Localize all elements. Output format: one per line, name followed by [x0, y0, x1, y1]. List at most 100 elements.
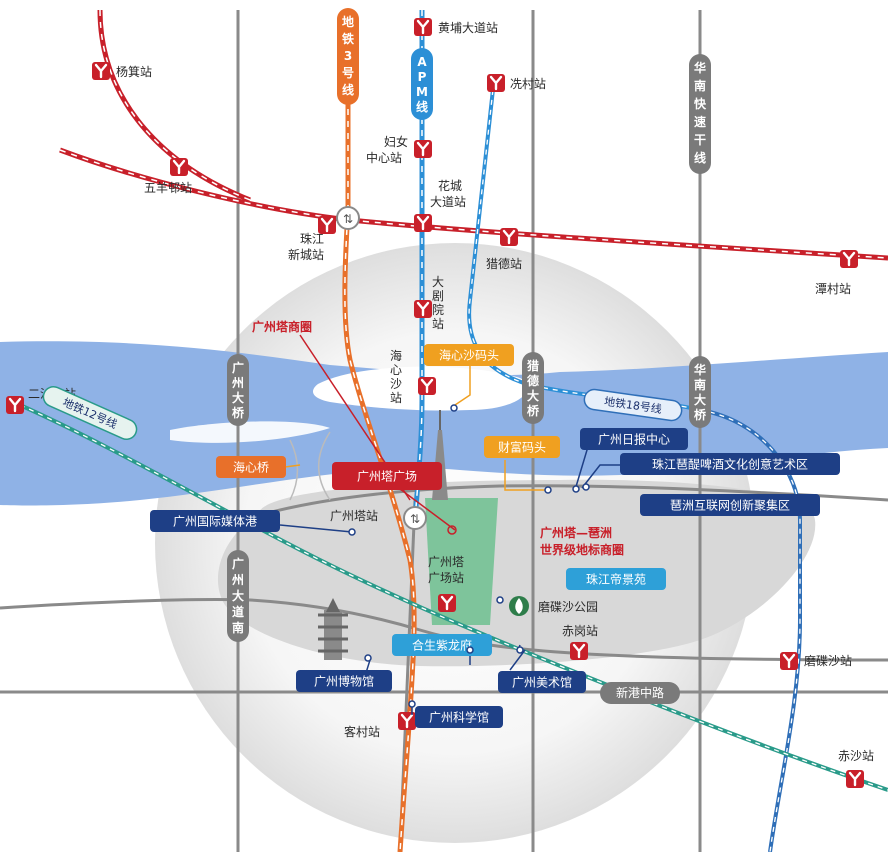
- station-haixinsha-label: 站: [390, 391, 402, 405]
- metro-y-icon: [398, 712, 416, 730]
- gz-art-museum-tag-label: 广州美术馆: [512, 675, 572, 690]
- guangzhou-avenue-tag-char: 大: [232, 588, 244, 603]
- gz-museum-tag: 广州博物馆: [296, 670, 392, 692]
- pazhou-internet-cluster-tag-label: 琶洲互联网创新聚集区: [670, 498, 790, 513]
- huanan-expressway-tag-char: 线: [694, 150, 706, 165]
- apm-line-tag-char: P: [418, 70, 427, 84]
- guangzhou-avenue-tag: [227, 550, 249, 642]
- station-huacheng-label: 大道站: [430, 195, 466, 209]
- liede-bridge-tag-char: 大: [527, 388, 539, 403]
- haixinsha-pier-tag: 海心沙码头: [424, 344, 514, 366]
- metro-y-icon: [414, 140, 432, 158]
- metro-y-icon: [418, 377, 436, 395]
- gz-daily-center-tag-label: 广州日报中心: [598, 432, 670, 447]
- line-3-tag-char: 线: [342, 82, 354, 97]
- haixin-bridge-tag-label: 海心桥: [233, 460, 269, 475]
- station-wuyangcun-label: 五羊邨站: [144, 180, 192, 195]
- huanan-expressway-tag-char: 干: [694, 133, 706, 147]
- station-haixinsha-label: 心: [390, 363, 402, 377]
- huanan-expressway-tag-char: 华: [694, 60, 706, 75]
- metro-y-icon: [570, 642, 588, 660]
- poi-dot: [364, 654, 372, 662]
- hesheng-zilongfu-tag: 合生紫龙府: [392, 634, 492, 656]
- station-gzt-plaza-label: 广州塔: [428, 555, 464, 569]
- svg-text:⇅: ⇅: [410, 512, 420, 526]
- caifu-pier-tag: 财富码头: [484, 436, 560, 458]
- metro-y-icon: [500, 228, 518, 246]
- guangzhou-bridge-tag-char: 桥: [232, 405, 245, 420]
- metro-y-icon: [414, 18, 432, 36]
- poi-dot: [348, 528, 356, 536]
- station-huacheng-label: 花城: [438, 178, 462, 193]
- station-guangzhouta-label: 广州塔站: [330, 509, 378, 523]
- guangzhou-tower-plaza-tag-label: 广州塔广场: [357, 470, 417, 484]
- poi-dot: [572, 485, 580, 493]
- apm-line-tag: [411, 48, 433, 120]
- huanan-expressway-tag-char: 速: [694, 114, 706, 129]
- poi-dot: [582, 483, 590, 491]
- guangzhou-bridge-tag-char: 州: [231, 376, 244, 390]
- metro-y-icon: [846, 770, 864, 788]
- gz-art-museum-tag: 广州美术馆: [498, 671, 586, 693]
- station-haixinsha-label: 沙: [390, 377, 402, 391]
- gz-daily-center-tag: 广州日报中心: [580, 428, 688, 450]
- gz-media-port-tag: 广州国际媒体港: [150, 510, 280, 532]
- caifu-pier-tag-label: 财富码头: [498, 440, 546, 455]
- huanan-bridge-tag-char: 桥: [694, 407, 707, 422]
- station-zhujiang-label: 新城站: [288, 247, 324, 262]
- guangzhou-avenue-tag-char: 南: [232, 620, 244, 635]
- line-18-tag: 地铁18号线: [583, 388, 683, 422]
- guangzhou-bridge-tag-char: 广: [232, 360, 244, 375]
- guangzhou-bridge-tag-char: 大: [232, 390, 244, 405]
- pagoda-icon: [318, 598, 348, 660]
- huanan-expressway-tag: [689, 54, 711, 174]
- guangzhou-avenue-tag-char: 广: [232, 556, 244, 571]
- metro-y-icon: [414, 214, 432, 232]
- station-yangji-label: 杨箕站: [116, 64, 152, 79]
- station-funv-label: 中心站: [366, 150, 402, 165]
- huanan-bridge-tag-char: 大: [694, 392, 706, 407]
- line-3-tag-char: 3: [344, 49, 352, 63]
- guangzhou-avenue-tag-char: 道: [232, 604, 244, 619]
- haixinsha-pier-tag-label: 海心沙码头: [439, 348, 499, 363]
- svg-text:⇅: ⇅: [343, 212, 353, 226]
- station-haixinsha-label: 海: [390, 348, 402, 363]
- station-chisha-label: 赤沙站: [838, 749, 874, 763]
- station-dajuyuan-label: 剧: [432, 289, 444, 303]
- liede-bridge-tag-char: 猎: [527, 358, 539, 373]
- station-tancun-label: 潭村站: [815, 282, 851, 296]
- metro-y-icon: [840, 250, 858, 268]
- station-liede-label: 猎德站: [486, 256, 522, 271]
- huanan-expressway-tag-char: 快: [694, 96, 707, 111]
- station-huangpu-label: 黄埔大道站: [438, 21, 498, 35]
- gz-museum-tag-label: 广州博物馆: [314, 674, 374, 689]
- line-3-tag: [337, 8, 359, 105]
- apm-line-tag-char: A: [417, 55, 427, 69]
- metro-y-icon: [414, 300, 432, 318]
- station-dajuyuan-label: 院: [432, 303, 444, 317]
- zhujiang-emperor-garden-tag-label: 珠江帝景苑: [586, 572, 646, 587]
- station-chigang-label: 赤岗站: [562, 624, 598, 638]
- poi-dot: [544, 486, 552, 494]
- metro-y-icon: [170, 158, 188, 176]
- district-oval: [217, 479, 816, 667]
- station-xiancun-label: 冼村站: [510, 77, 546, 91]
- huanan-bridge-tag: [689, 356, 711, 428]
- metro-y-icon: [92, 62, 110, 80]
- gzt-business-circle-label: 广州塔商圈: [252, 319, 312, 334]
- apm-line-tag-char: 线: [416, 99, 428, 114]
- guangzhou-bridge-tag: [227, 354, 249, 426]
- ersha-island-tip: [170, 421, 330, 443]
- gz-science-museum-tag: 广州科学馆: [415, 706, 503, 728]
- park-leaf-icon: [509, 596, 529, 616]
- poi-dot: [516, 646, 524, 654]
- landmark-line1-label: 广州塔—琶洲: [540, 525, 612, 540]
- station-gzt-plaza-label: 广场站: [428, 571, 464, 585]
- liede-bridge-tag-char: 德: [527, 373, 539, 388]
- liede-bridge-tag: [522, 352, 544, 424]
- tower-plaza-park: [425, 498, 498, 625]
- pazhou-internet-cluster-tag: 琶洲互联网创新聚集区: [640, 494, 820, 516]
